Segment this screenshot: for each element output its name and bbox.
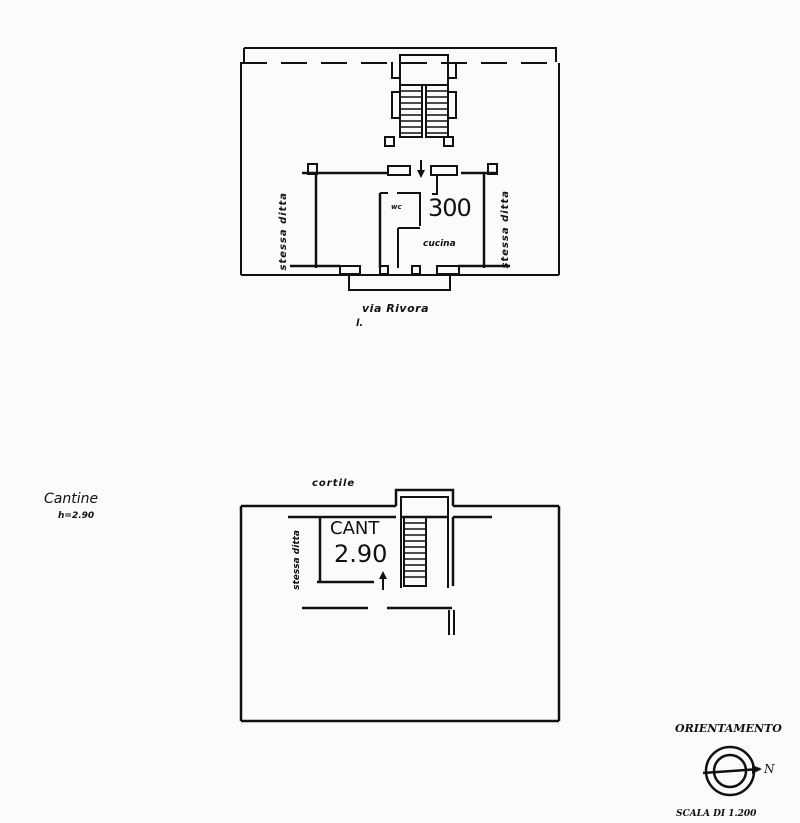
cellar-title: Cantine <box>44 491 99 507</box>
cellar-neighbor-label: stessa ditta <box>292 530 302 590</box>
cellar-room-mark-1: CANT <box>330 518 380 539</box>
kitchen-label: cucina <box>423 239 456 249</box>
compass-icon <box>702 745 761 797</box>
street-note: l. <box>356 318 364 329</box>
scale-label: SCALA DI 1.200 <box>676 809 757 819</box>
right-neighbor-label: stessa ditta <box>500 190 511 269</box>
north-letter: N <box>764 762 775 776</box>
cellar-room-mark-2: 2.90 <box>334 540 388 568</box>
orientation-label: ORIENTAMENTO <box>675 722 782 735</box>
wc-label: wc <box>391 203 402 211</box>
left-neighbor-label: stessa ditta <box>278 192 289 271</box>
courtyard-label: cortile <box>312 478 356 489</box>
cellar-height-note: h=2.90 <box>58 511 95 521</box>
street-label: via Rivora <box>362 302 430 315</box>
height-mark: 300 <box>428 194 472 222</box>
